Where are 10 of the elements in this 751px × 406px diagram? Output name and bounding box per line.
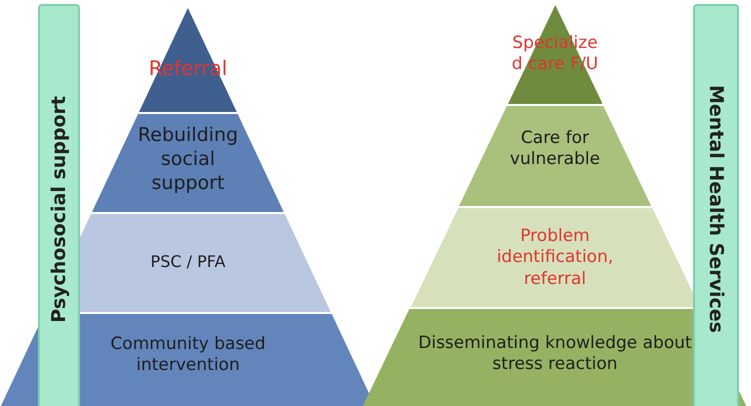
side-banner (693, 4, 739, 406)
banner-label: Mental Health Services (705, 85, 727, 333)
tier-label: Care for vulnerable (508, 128, 602, 170)
tier-label: Problem identification, referral (496, 226, 614, 290)
tier-label: Rebuilding social support (136, 124, 240, 196)
side-banner (38, 4, 80, 406)
tier-label: Community based intervention (109, 334, 267, 376)
tier-label: Disseminating knowledge about stress reaction (417, 333, 693, 376)
banner-label: Psychosocial support (48, 96, 70, 322)
tier-label: PSC / PFA (150, 252, 226, 272)
